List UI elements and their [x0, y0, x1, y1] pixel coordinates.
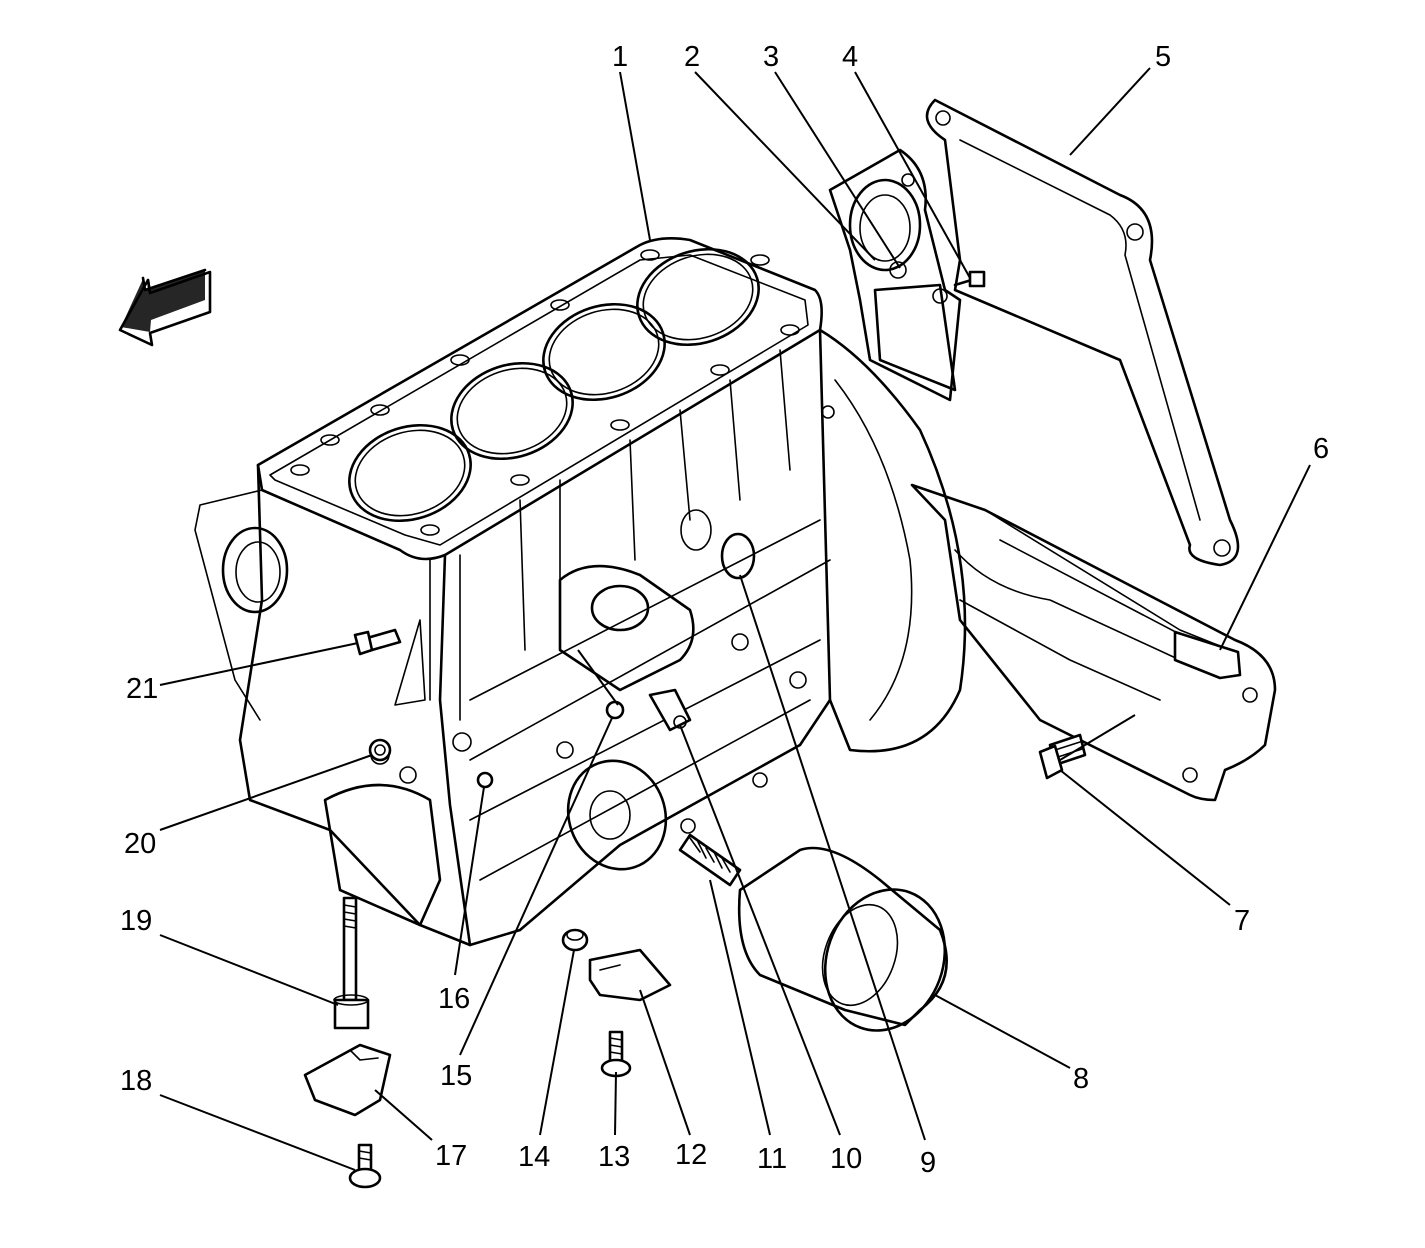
bracket-17 [303, 1043, 392, 1117]
bolt-7 [1038, 733, 1087, 780]
leader-lines [159, 67, 1311, 1171]
callout-9: 9 [920, 1147, 936, 1179]
callout-19: 19 [120, 905, 152, 937]
rear-plate [910, 483, 1277, 802]
callout-5: 5 [1155, 41, 1171, 73]
cylinder-block [194, 237, 967, 947]
bolt-21 [353, 628, 402, 656]
front-direction-arrow-icon [118, 268, 212, 347]
oil-filter [737, 846, 948, 1032]
callout-15: 15 [440, 1060, 472, 1092]
callout-13: 13 [598, 1141, 630, 1173]
callout-2: 2 [684, 41, 700, 73]
stud-bolt-19 [333, 896, 370, 1030]
plug-14 [561, 928, 589, 952]
callout-3: 3 [763, 41, 779, 73]
callout-16: 16 [438, 983, 470, 1015]
bolt-4 [953, 270, 986, 288]
bracket-12 [588, 948, 672, 1002]
callout-6: 6 [1313, 433, 1329, 465]
oil-pressure-switch [648, 688, 692, 732]
callout-21: 21 [126, 673, 158, 705]
callout-11: 11 [757, 1143, 787, 1175]
callout-8: 8 [1073, 1063, 1089, 1095]
callout-4: 4 [842, 41, 858, 73]
callout-10: 10 [830, 1143, 862, 1175]
callout-labels: 1 2 3 4 5 6 7 8 9 10 11 12 13 14 15 16 1… [120, 41, 1329, 1179]
callout-20: 20 [124, 828, 156, 860]
bolt-13 [600, 1030, 632, 1078]
bolt-18 [348, 1143, 382, 1189]
callout-17: 17 [435, 1140, 467, 1172]
callout-18: 18 [120, 1065, 152, 1097]
callout-1: 1 [612, 41, 628, 73]
plug-16 [476, 771, 494, 789]
callout-7: 7 [1234, 905, 1250, 937]
rear-gasket [925, 98, 1240, 567]
plug-15 [605, 700, 625, 720]
oil-filter-stud [678, 833, 742, 887]
plug-20 [368, 738, 392, 762]
callout-14: 14 [518, 1141, 550, 1173]
callout-12: 12 [675, 1139, 707, 1171]
